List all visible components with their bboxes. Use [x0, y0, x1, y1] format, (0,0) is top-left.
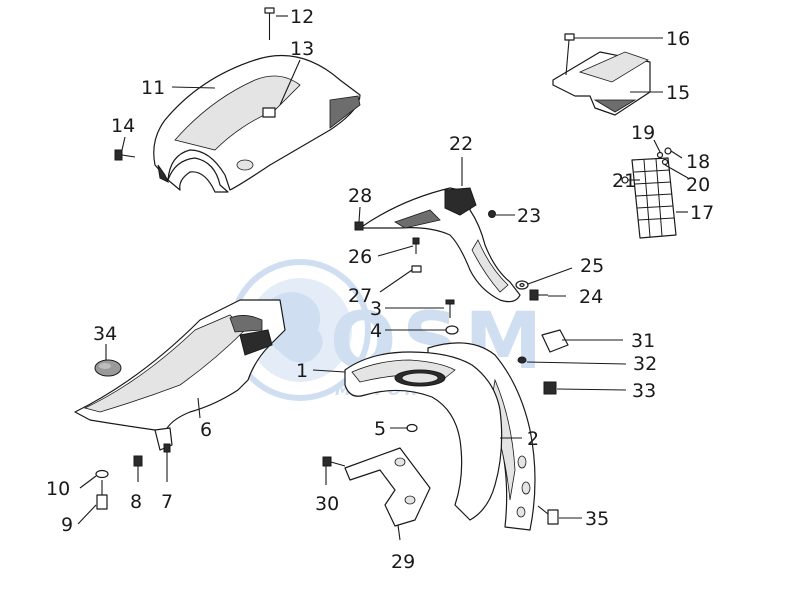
part-7-screw: [163, 443, 171, 464]
callout-35: 35: [585, 508, 609, 530]
part-23-screw: [488, 210, 496, 218]
callout-23: 23: [517, 205, 541, 227]
callout-19: 19: [631, 122, 655, 144]
callout-27: 27: [348, 285, 372, 307]
part-16-screw: [564, 33, 575, 76]
part-29-bracket: [344, 447, 431, 527]
part-6-rear-fairing: [74, 299, 286, 451]
part-8-clip: [133, 455, 143, 467]
callout-12: 12: [290, 6, 314, 28]
part-20-nut: [661, 158, 669, 166]
callout-9: 9: [61, 514, 73, 536]
part-35-screw: [537, 505, 559, 525]
callout-1: 1: [296, 360, 308, 382]
part-19-washer: [656, 151, 664, 159]
part-18-screw: [664, 147, 672, 155]
callout-33: 33: [632, 380, 656, 402]
callout-labels: 1 2 3 4 5 6 7 8 9 10 11 12 13 14 15 16 1…: [46, 6, 714, 573]
callout-13: 13: [290, 38, 314, 60]
callout-28: 28: [348, 185, 372, 207]
part-17-grille: [631, 157, 677, 239]
callout-7: 7: [161, 491, 173, 513]
callout-15: 15: [666, 82, 690, 104]
part-3-screw: [445, 299, 455, 318]
callout-21: 21: [612, 170, 636, 192]
callout-29: 29: [391, 551, 415, 573]
part-28-clip: [354, 221, 364, 231]
callout-22: 22: [449, 133, 473, 155]
part-12-screw: [264, 7, 275, 40]
part-22-bracket: [359, 187, 521, 303]
callout-24: 24: [579, 286, 603, 308]
part-14-screw: [114, 149, 136, 161]
part-4-nut: [445, 325, 459, 335]
callout-30: 30: [315, 493, 339, 515]
callout-6: 6: [200, 419, 212, 441]
callout-32: 32: [633, 353, 657, 375]
part-1-fender-body: [344, 351, 503, 521]
part-13-clip: [262, 107, 276, 118]
part-32-nut: [517, 356, 527, 364]
callout-5: 5: [374, 418, 386, 440]
callout-11: 11: [141, 77, 165, 99]
part-27-clip: [411, 265, 422, 273]
callout-18: 18: [686, 151, 710, 173]
part-30-screw: [322, 456, 346, 467]
part-34-cap: [94, 359, 122, 377]
part-15-cover-plate: [552, 51, 651, 116]
callout-25: 25: [580, 255, 604, 277]
part-31-clip: [541, 329, 569, 353]
callout-8: 8: [130, 491, 142, 513]
callout-34: 34: [93, 323, 117, 345]
callout-2: 2: [527, 428, 539, 450]
part-26-screw: [412, 237, 420, 254]
part-5-nut: [406, 423, 418, 433]
part-25-washer: [515, 280, 529, 290]
part-10-washer: [95, 469, 109, 479]
callout-3: 3: [370, 298, 382, 320]
callout-10: 10: [46, 478, 70, 500]
callout-16: 16: [666, 28, 690, 50]
part-11-rear-cover: [153, 54, 361, 193]
callout-17: 17: [690, 202, 714, 224]
callout-14: 14: [111, 115, 135, 137]
part-24-screw: [529, 289, 548, 301]
callout-26: 26: [348, 246, 372, 268]
callout-leaders: [77, 15, 689, 541]
part-33-clip: [543, 381, 557, 395]
callout-20: 20: [686, 174, 710, 196]
callout-4: 4: [370, 320, 382, 342]
part-9-screw: [96, 480, 108, 510]
callout-31: 31: [631, 330, 655, 352]
